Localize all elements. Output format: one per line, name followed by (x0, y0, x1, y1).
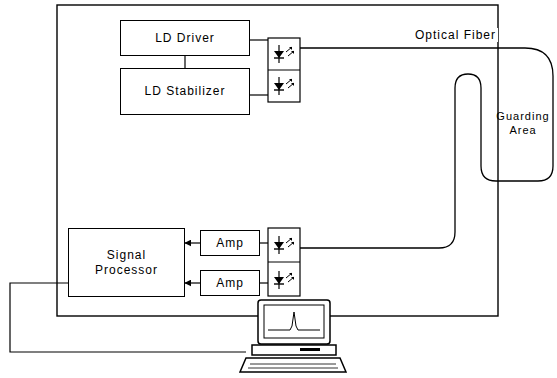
signal-connector (185, 242, 200, 243)
box-text: LD Stabilizer (144, 84, 225, 99)
signal-connector (185, 282, 200, 283)
process-box: LD Driver (120, 20, 250, 56)
photodiode-symbol (274, 271, 294, 289)
laser-diode-symbol (274, 45, 294, 63)
process-box: Amp (200, 270, 260, 296)
housing-outline (57, 5, 498, 316)
box-text: Signal Processor (87, 248, 167, 278)
region-label: Guarding Area (484, 100, 557, 148)
block-divider (268, 70, 300, 71)
block-divider (268, 262, 300, 263)
signal-connector (184, 56, 185, 68)
driver-wire (250, 39, 268, 40)
monitor-diode-symbol (274, 77, 294, 95)
process-box: LD Stabilizer (120, 68, 250, 115)
process-box: Amp (200, 230, 260, 256)
photodiode-symbol (274, 236, 294, 254)
amp-wire (260, 242, 268, 243)
photodiode-block (268, 228, 300, 296)
box-text: Amp (216, 236, 244, 251)
box-text: Guarding Area (490, 110, 556, 138)
computer-icon (240, 300, 346, 372)
process-box: Signal Processor (68, 228, 185, 297)
fiber-label: Optical Fiber (413, 28, 498, 42)
amp-wire (260, 282, 268, 283)
optical-fiber (300, 48, 553, 248)
stabilizer-wire (250, 94, 268, 95)
box-text: Amp (216, 276, 244, 291)
laser-diode-block (268, 38, 300, 102)
box-text: LD Driver (155, 31, 215, 46)
